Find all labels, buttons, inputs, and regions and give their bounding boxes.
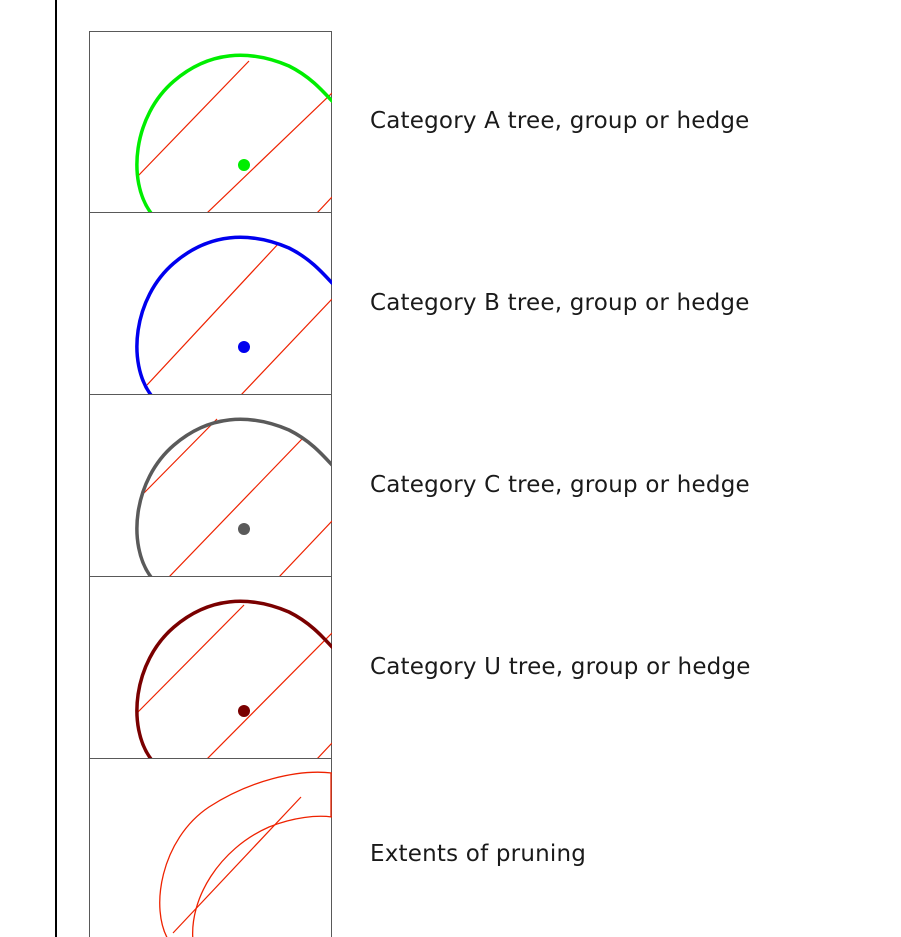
category-a-symbol [135,53,332,212]
category-c-canopy-outline [135,417,332,576]
category-c-hatch [143,418,332,576]
legend-swatch-column [89,31,332,937]
category-a-stem-dot [238,159,250,171]
legend-row-category-u: Category U tree, group or hedge [0,577,901,759]
legend-row-category-b: Category B tree, group or hedge [0,213,901,395]
left-border-rule [55,0,57,937]
category-b-symbol [135,235,332,394]
legend-row-pruning: Extents of pruning [0,759,901,937]
pruning-label: Extents of pruning [370,841,587,867]
category-a-label: Category A tree, group or hedge [370,108,750,134]
category-a-swatch [89,31,332,213]
category-u-stem-dot [238,705,250,717]
legend-row-category-a: Category A tree, group or hedge [0,31,901,213]
category-c-symbol [135,417,332,576]
category-u-label: Category U tree, group or hedge [370,654,751,680]
pruning-hatch [172,796,302,934]
category-a-hatch [136,60,332,212]
category-u-hatch [136,604,332,758]
legend-row-category-c: Category C tree, group or hedge [0,395,901,577]
category-u-symbol [135,599,332,758]
pruning-swatch [89,759,332,937]
category-u-swatch [89,577,332,759]
category-b-stem-dot [238,341,250,353]
category-b-label: Category B tree, group or hedge [370,290,750,316]
category-u-canopy-outline [135,599,332,758]
category-b-swatch [89,213,332,395]
pruning-symbol [159,771,332,937]
category-b-hatch [146,242,332,394]
category-a-canopy-outline [135,53,332,212]
pruning-inner-arc [192,815,332,937]
category-b-canopy-outline [135,235,332,394]
category-c-swatch [89,395,332,577]
category-c-label: Category C tree, group or hedge [370,472,750,498]
category-c-stem-dot [238,523,250,535]
pruning-outer-arc [159,771,332,937]
